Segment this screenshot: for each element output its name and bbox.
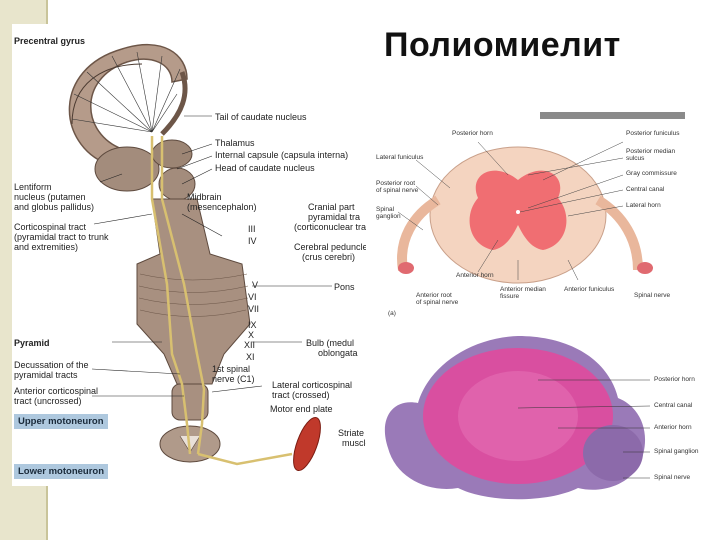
numeral-xii: XII (244, 340, 256, 350)
label-posterior-funiculus: Posterior funiculus (626, 130, 680, 137)
slide-title: Полиомиелит (384, 26, 621, 64)
numeral-vi: VI (248, 292, 257, 302)
label-striated-1: Striate (338, 428, 365, 438)
label-lateral-corticospinal-2: tract (crossed) (272, 390, 330, 400)
label-anterior-corticospinal-2: tract (uncrossed) (14, 396, 82, 406)
label-central-canal-hist: Central canal (654, 402, 693, 409)
label-cranial-2: pyramidal tra (308, 212, 361, 222)
label-posterior-median-2: sulcus (626, 155, 645, 162)
corticospinal-pathway-figure: Precentral gyrus Tail of caudate nucleus… (12, 24, 366, 486)
label-lentiform-2: nucleus (putamen (14, 192, 86, 202)
caudate-tail-shape (160, 71, 188, 136)
label-corticospinal-1: Corticospinal tract (14, 222, 87, 232)
right-ganglion-tip (637, 262, 653, 274)
label-lentiform-3: and globus pallidus) (14, 202, 95, 212)
label-posterior-root-2: of spinal nerve (376, 187, 419, 194)
numeral-x: X (248, 330, 255, 340)
numeral-xi: XI (246, 352, 255, 362)
histology-figure: Posterior horn Central canal Anterior ho… (368, 328, 704, 506)
lower-motoneuron-box: Lower motoneuron (14, 464, 109, 479)
label-first-spinal-1: 1st spinal (212, 364, 251, 374)
label-anterior-median-2: fissure (500, 293, 520, 300)
label-cranial-1: Cranial part (308, 202, 355, 212)
pons-striations (138, 273, 249, 317)
label-lateral-corticospinal-1: Lateral corticospinal (272, 380, 353, 390)
label-internal-capsule: Internal capsule (capsula interna) (215, 150, 349, 160)
radiating-fibers (71, 51, 181, 133)
left-posterior-root (397, 195, 441, 271)
numeral-v: V (252, 280, 259, 290)
label-anterior-funiculus: Anterior funiculus (564, 286, 615, 293)
label-cranial-3: (corticonuclear tract) (294, 222, 366, 232)
corticospinal-tracts (150, 136, 293, 466)
numeral-ix: IX (248, 320, 257, 330)
label-decussation-2: pyramidal tracts (14, 370, 78, 380)
label-striated-2: muscle (342, 438, 366, 448)
label-lateral-horn: Lateral horn (626, 202, 661, 209)
label-decussation-1: Decussation of the (14, 360, 89, 370)
lentiform-shape (94, 146, 160, 192)
numeral-iii: III (248, 224, 256, 234)
central-canal-dot (516, 210, 520, 214)
label-central-canal-top: Central canal (626, 186, 665, 193)
cross-leader-lines (397, 141, 624, 281)
label-gray-commissure: Gray commissure (626, 170, 677, 177)
upper-motoneuron-box: Upper motoneuron (14, 414, 108, 429)
label-lateral-funiculus: Lateral funiculus (376, 154, 424, 161)
label-anterior-root-1: Anterior root (416, 292, 452, 299)
label-corticospinal-3: and extremities) (14, 242, 79, 252)
histology-leader-lines (517, 379, 651, 479)
label-spinal-nerve-hist: Spinal nerve (654, 474, 691, 481)
histology-illustration (384, 336, 651, 500)
label-panel-a: (a) (388, 310, 396, 317)
spinal-cord-cross-section-figure: Posterior horn Posterior funiculus Poste… (368, 120, 704, 325)
label-motor-end-plate: Motor end plate (270, 404, 333, 414)
label-precentral-gyrus: Precentral gyrus (14, 36, 86, 46)
left-ganglion-tip (398, 262, 414, 274)
label-anterior-horn-hist: Anterior horn (654, 424, 692, 431)
label-bulb-1: Bulb (medul (306, 338, 355, 348)
label-tail-caudate: Tail of caudate nucleus (215, 112, 307, 122)
cord-segment-1 (171, 383, 209, 421)
numeral-vii: VII (248, 304, 260, 314)
label-posterior-horn-top: Posterior horn (452, 130, 493, 137)
label-midbrain-1: Midbrain (187, 192, 222, 202)
label-midbrain-2: (mesencephalon) (187, 202, 257, 212)
cross-section-illustration (397, 141, 653, 284)
leader-lines (91, 115, 332, 397)
label-spinal-ganglion-2: ganglion (376, 213, 401, 220)
label-anterior-median-1: Anterior median (500, 286, 546, 293)
label-cerebral-2: (crus cerebri) (302, 252, 356, 262)
label-corticospinal-2: (pyramidal tract to trunk (14, 232, 109, 242)
label-posterior-horn-hist: Posterior horn (654, 376, 695, 383)
label-pons: Pons (334, 282, 355, 292)
label-spinal-ganglion-hist: Spinal ganglion (654, 448, 699, 455)
label-anterior-horn-top: Anterior horn (456, 272, 494, 279)
title-underline-bar (540, 112, 685, 119)
numeral-iv: IV (248, 236, 257, 246)
label-posterior-root-1: Posterior root (376, 180, 416, 187)
label-anterior-corticospinal-1: Anterior corticospinal (14, 386, 99, 396)
label-cerebral-1: Cerebral peduncle (294, 242, 366, 252)
thalamus-shape (151, 139, 193, 169)
label-head-caudate: Head of caudate nucleus (215, 163, 315, 173)
label-first-spinal-2: nerve (C1) (212, 374, 255, 384)
brainstem-shape (136, 198, 251, 385)
label-spinal-ganglion-1: Spinal (376, 206, 395, 213)
label-anterior-root-2: of spinal nerve (416, 299, 459, 306)
histology-ganglion (583, 425, 643, 481)
pathway-illustration (68, 43, 332, 472)
gyrus-inner-line (71, 63, 143, 125)
label-pyramid: Pyramid (14, 338, 50, 348)
label-thalamus: Thalamus (215, 138, 255, 148)
label-lentiform-1: Lentiform (14, 182, 52, 192)
right-posterior-root (595, 195, 643, 271)
label-bulb-2: oblongata (318, 348, 358, 358)
label-spinal-nerve-top: Spinal nerve (634, 292, 671, 299)
label-posterior-median-1: Posterior median (626, 148, 676, 155)
striated-muscle-shape (293, 416, 321, 472)
histology-inner (458, 371, 578, 461)
